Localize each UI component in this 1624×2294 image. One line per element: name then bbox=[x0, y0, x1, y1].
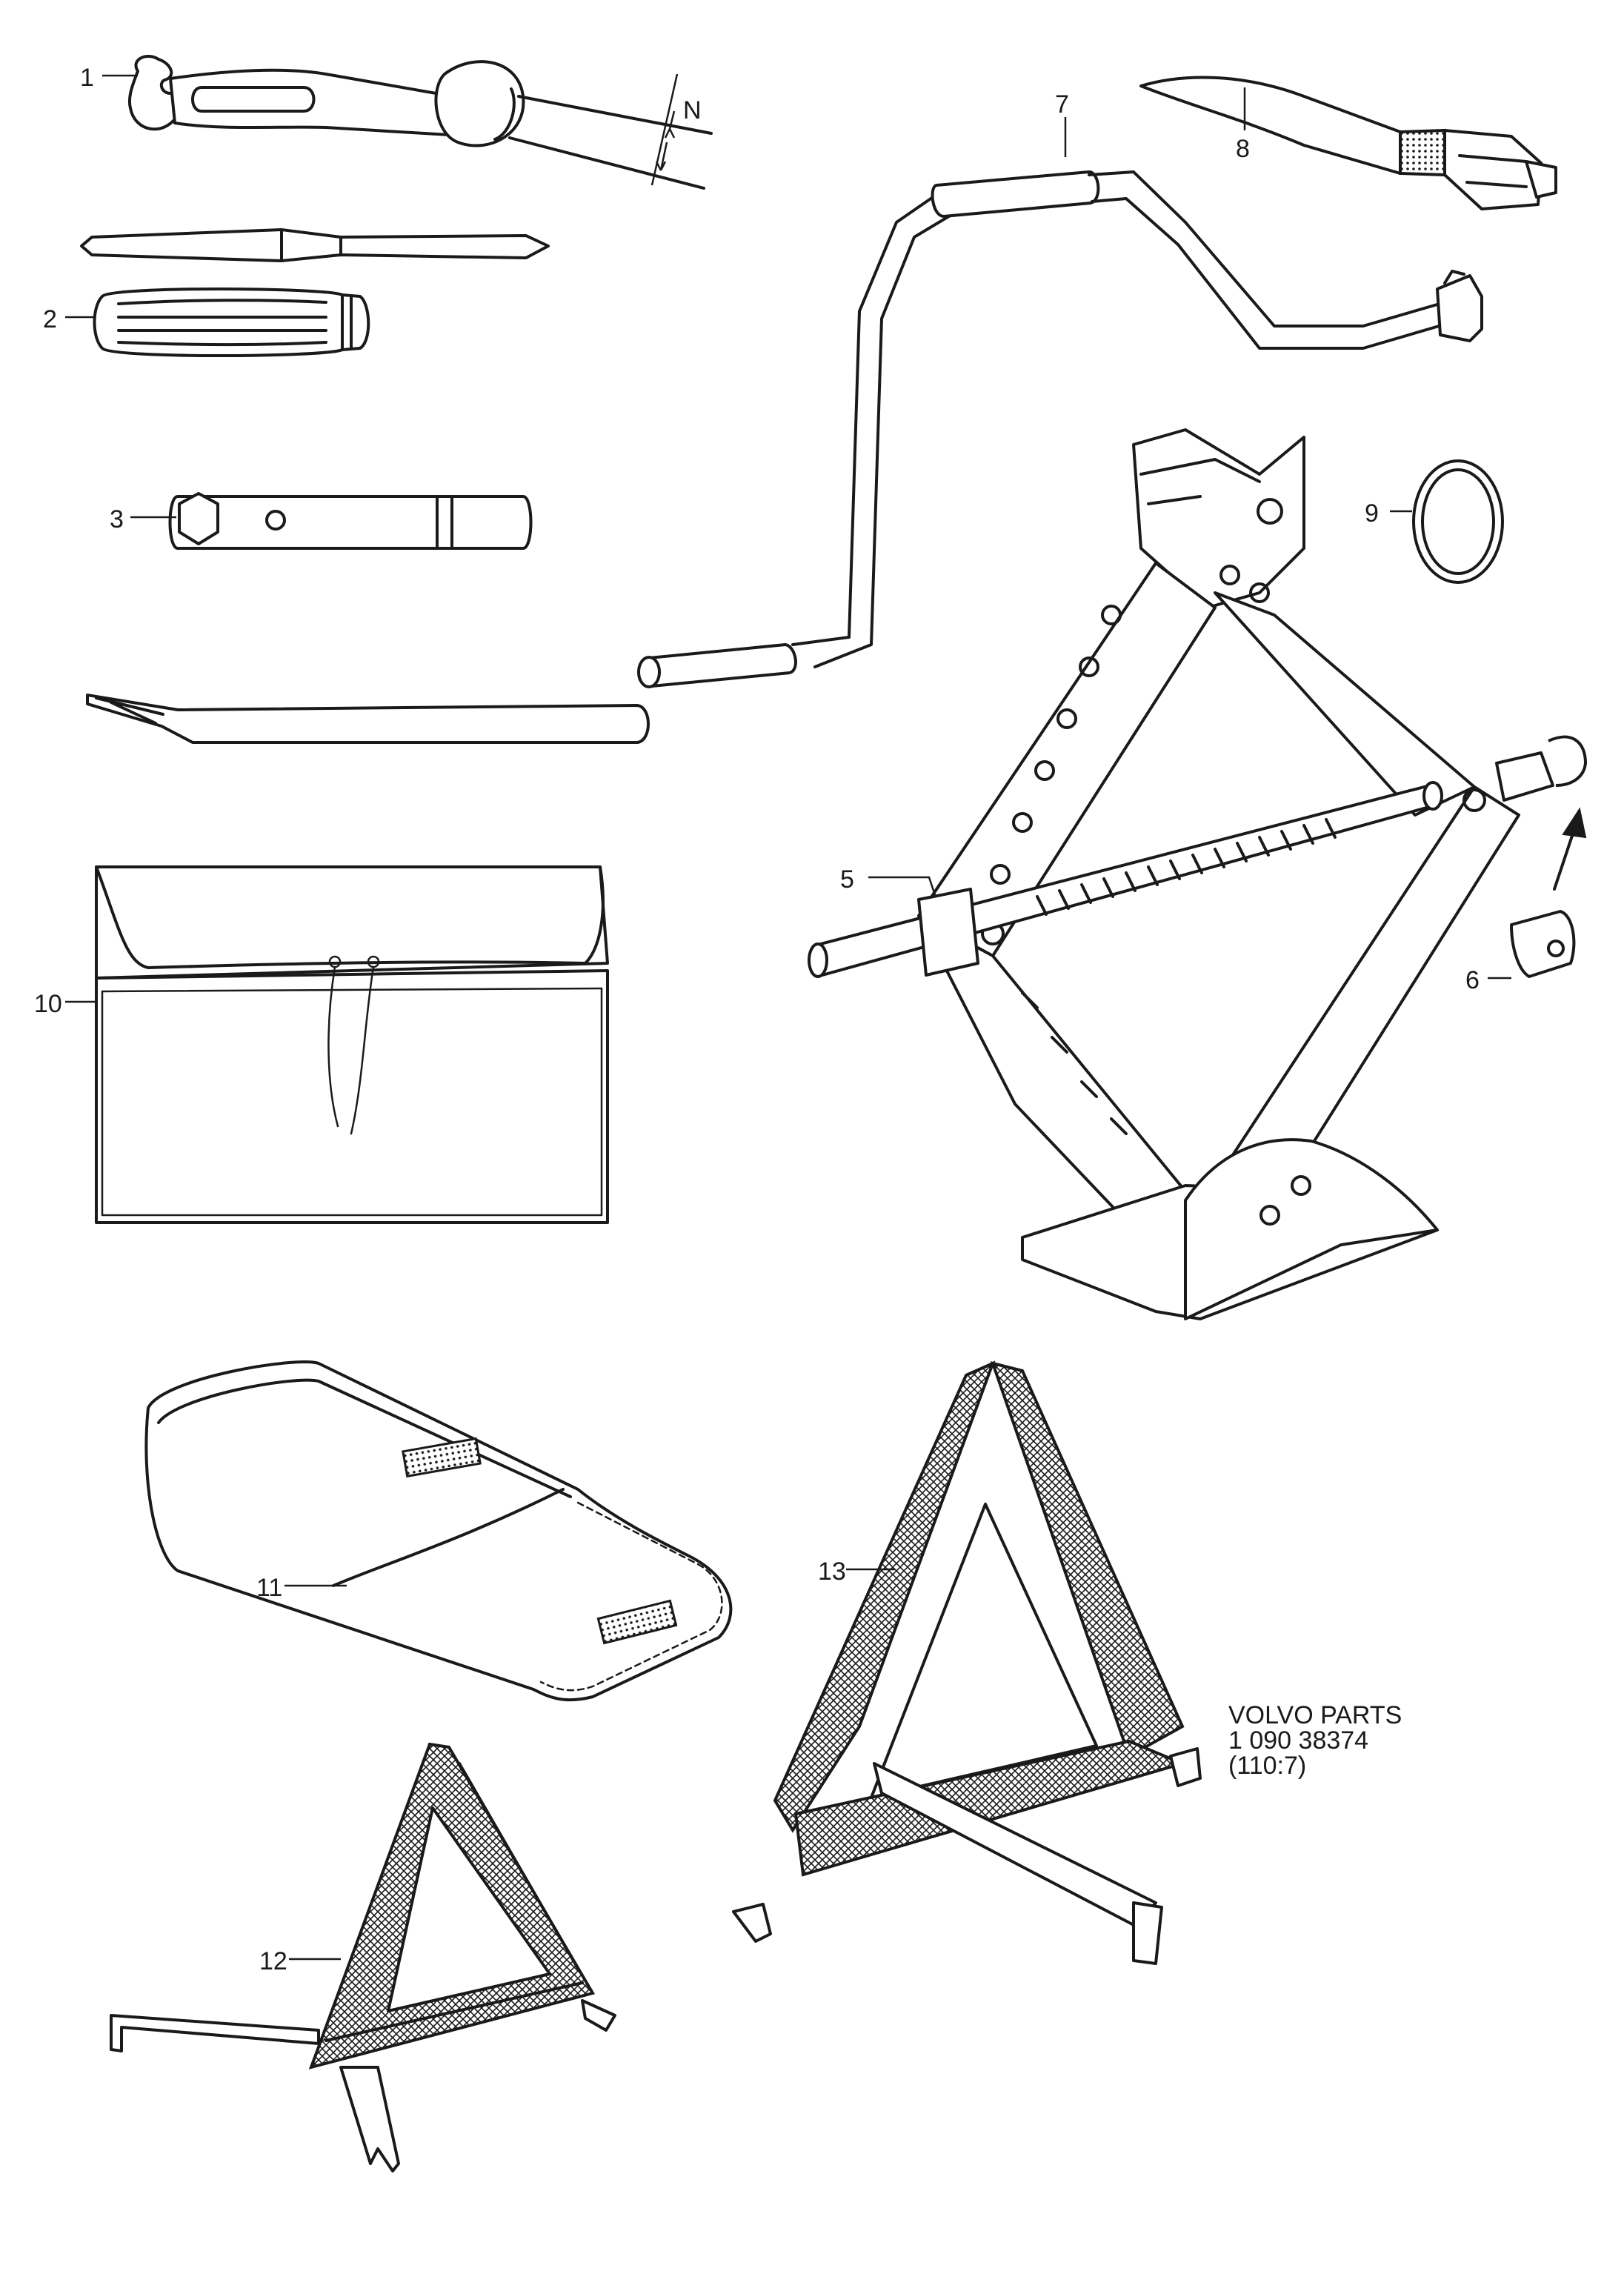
reference-number: 1 090 38374 bbox=[1228, 1726, 1369, 1755]
scissor-jack bbox=[917, 428, 1520, 1320]
callout-7: 7 bbox=[1055, 90, 1069, 119]
callout-11: 11 bbox=[256, 1574, 282, 1602]
jack-crank-handle bbox=[637, 170, 1483, 688]
reference-code: (110:7) bbox=[1228, 1752, 1307, 1780]
reference-brand: VOLVO PARTS bbox=[1228, 1701, 1402, 1729]
callout-9: 9 bbox=[1365, 499, 1379, 528]
part-reference: VOLVO PARTS 1 090 38374 (110:7) bbox=[1228, 1703, 1402, 1778]
jack-screw bbox=[808, 735, 1587, 978]
callout-10: 10 bbox=[34, 990, 62, 1018]
warning-triangle-case bbox=[144, 1360, 733, 1702]
arrow bbox=[1553, 807, 1587, 891]
open-end-wrench bbox=[128, 55, 713, 190]
callout-5: 5 bbox=[840, 865, 854, 894]
dimension-n: N bbox=[650, 73, 702, 186]
warning-triangle-large bbox=[732, 1360, 1202, 1965]
strap bbox=[1139, 76, 1557, 210]
callout-3: 3 bbox=[110, 505, 124, 533]
tube-spanner bbox=[168, 492, 533, 550]
callout-8: 8 bbox=[1236, 135, 1250, 163]
callout-13: 13 bbox=[818, 1557, 846, 1586]
screwdriver-blade bbox=[80, 228, 550, 262]
screwdriver-handle bbox=[93, 287, 370, 357]
callout-1: 1 bbox=[80, 64, 94, 92]
warning-triangle-small bbox=[110, 1742, 616, 2172]
tyre-lever bbox=[86, 694, 650, 744]
callout-6: 6 bbox=[1465, 966, 1480, 994]
knob bbox=[1510, 910, 1576, 978]
tool-wallet bbox=[95, 865, 609, 1224]
callout-12: 12 bbox=[259, 1947, 287, 1975]
dimension-n-label: N bbox=[683, 96, 702, 124]
callout-2: 2 bbox=[43, 305, 57, 333]
rubber-ring bbox=[1412, 459, 1504, 584]
